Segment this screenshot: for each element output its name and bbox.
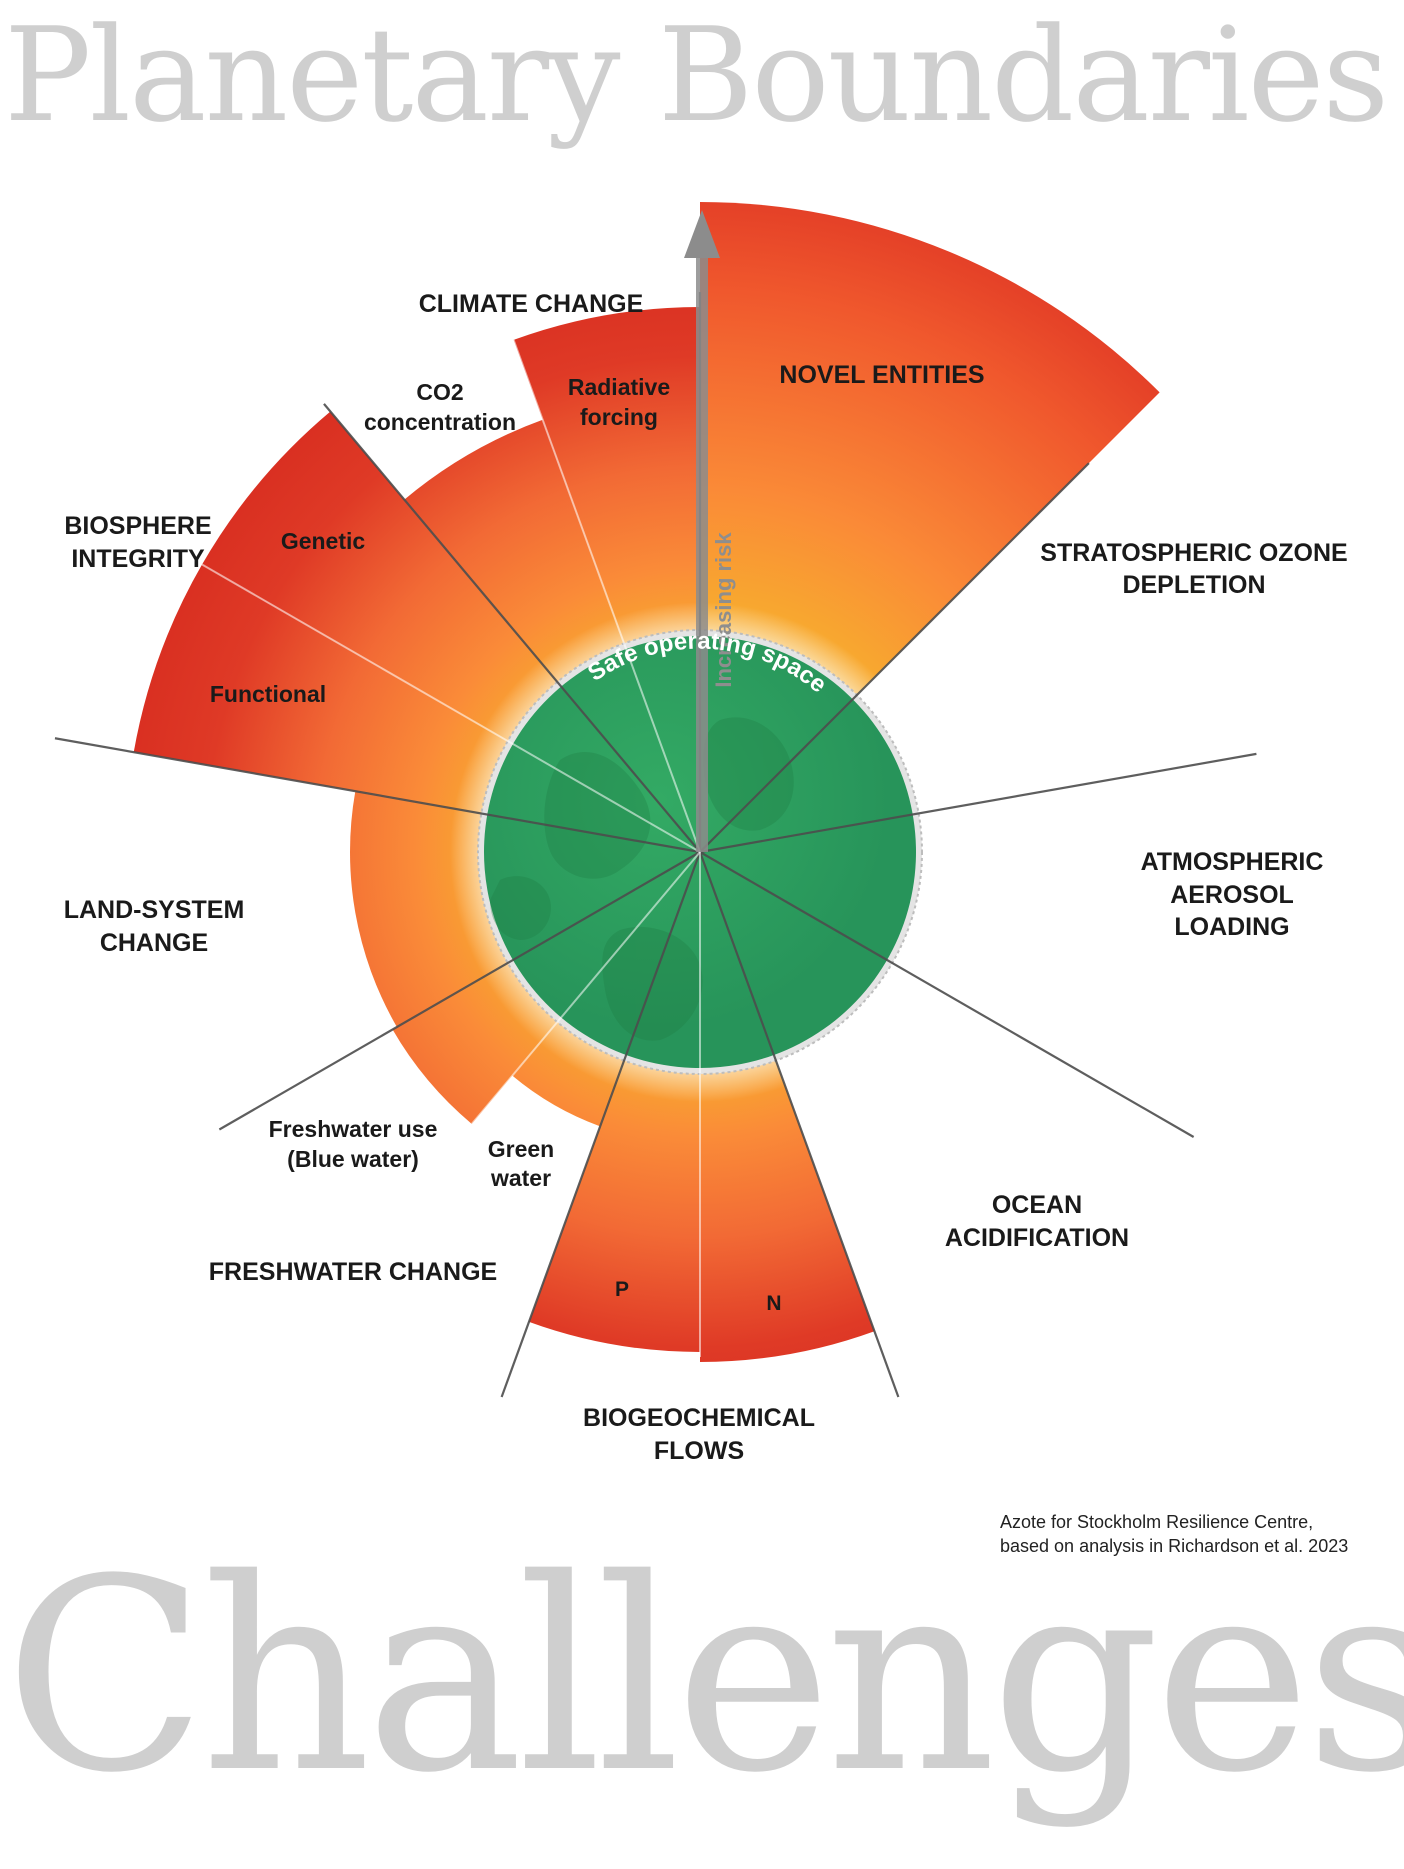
sublabel-phosphorus: P: [615, 1278, 629, 1301]
boundary-spoke: [699, 851, 1195, 1138]
sublabel-genetic: Genetic: [281, 528, 366, 554]
label-climate-change: CLIMATE CHANGE: [419, 290, 644, 318]
label-biogeo-line1: BIOGEOCHEMICAL: [583, 1404, 815, 1432]
sublabel-co2-line2: concentration: [364, 409, 516, 435]
bottom-word: Challenges: [4, 1523, 1404, 1831]
boundary-spoke: [218, 851, 701, 1131]
label-biosphere-line2: INTEGRITY: [71, 545, 205, 573]
sublabel-green-water-line1: Green: [488, 1136, 554, 1162]
label-ocean-line1: OCEAN: [992, 1191, 1082, 1219]
globe-continents: [490, 717, 794, 1041]
sublabel-radiative-line1: Radiative: [568, 374, 670, 400]
increasing-risk-arrow: [684, 210, 720, 852]
label-ozone-line2: DEPLETION: [1122, 571, 1265, 599]
boundary-spoke: [698, 851, 900, 1398]
boundary-spoke: [512, 339, 701, 853]
boundary-spoke: [201, 563, 701, 853]
label-land-line1: LAND-SYSTEM: [64, 896, 245, 924]
sublabel-co2-line1: CO2: [416, 379, 463, 405]
boundary-spoke: [699, 752, 1257, 854]
sublabel-nitrogen: N: [766, 1292, 781, 1315]
boundary-spoke: [54, 737, 701, 854]
page-title: Planetary Boundaries: [4, 0, 1389, 151]
sublabel-radiative-line2: forcing: [580, 404, 658, 430]
label-aerosol-line1: ATMOSPHERIC: [1141, 848, 1324, 876]
label-freshwater-change: FRESHWATER CHANGE: [209, 1258, 497, 1286]
boundary-spoke: [500, 851, 702, 1398]
label-ozone-line1: STRATOSPHERIC OZONE: [1040, 539, 1347, 567]
boundary-spoke: [323, 403, 701, 853]
label-aerosol-line2: AEROSOL: [1170, 881, 1294, 909]
sublabel-green-water-line2: water: [490, 1165, 551, 1191]
credit-line-1: Azote for Stockholm Resilience Centre,: [1000, 1512, 1314, 1532]
sublabel-functional: Functional: [210, 681, 326, 707]
label-biosphere-line1: BIOSPHERE: [64, 512, 211, 540]
increasing-risk-label: Increasing risk: [711, 532, 736, 688]
credit-note: Azote for Stockholm Resilience Centre, b…: [1000, 1510, 1400, 1559]
sublabel-blue-water-line2: (Blue water): [287, 1146, 419, 1172]
boundary-spoke: [699, 462, 1090, 853]
credit-line-2: based on analysis in Richardson et al. 2…: [1000, 1536, 1349, 1557]
label-novel-entities: NOVEL ENTITIES: [779, 361, 984, 389]
label-land-line2: CHANGE: [100, 929, 208, 957]
boundary-spoke: [471, 851, 701, 1125]
label-biogeo-line2: FLOWS: [654, 1437, 744, 1465]
sublabel-blue-water-line1: Freshwater use: [269, 1116, 438, 1142]
label-aerosol-line3: LOADING: [1174, 913, 1289, 941]
label-ocean-line2: ACIDIFICATION: [945, 1224, 1129, 1252]
